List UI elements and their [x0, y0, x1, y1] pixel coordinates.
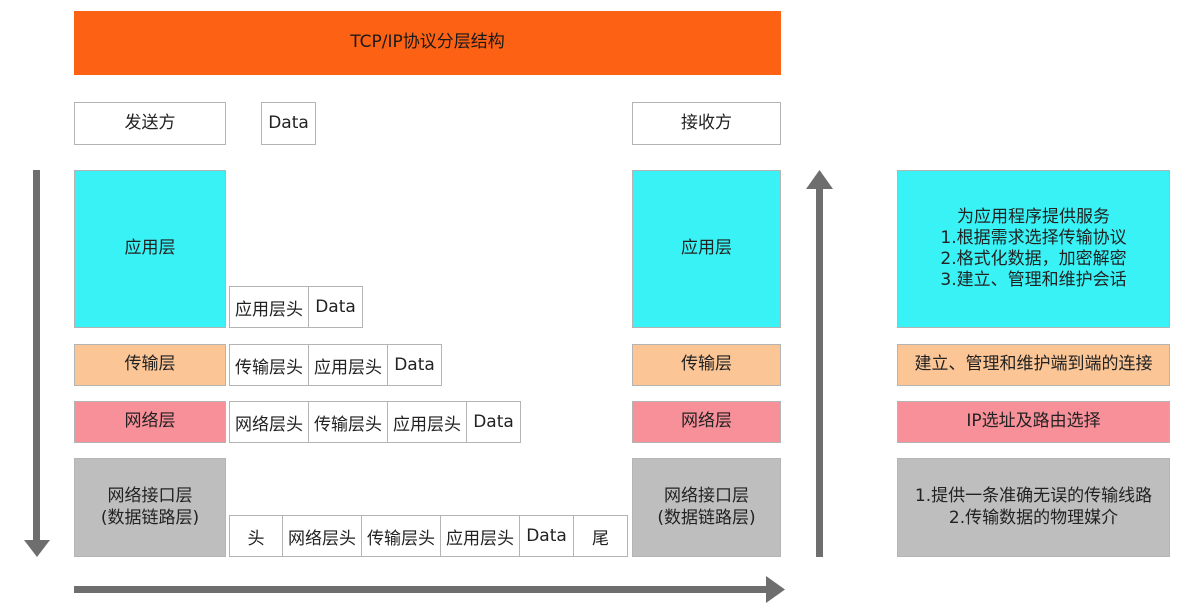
sender-label: 发送方: [74, 102, 226, 145]
packet-frame: 头 网络层头 传输层头 应用层头 Data 尾: [229, 515, 628, 557]
data-label: Data: [261, 102, 316, 145]
receiver-network-layer: 网络层: [632, 401, 781, 443]
packet-network: 网络层头 传输层头 应用层头 Data: [229, 401, 521, 443]
sender-transport-layer: 传输层: [74, 344, 226, 386]
link-desc-line: 1.提供一条准确无误的传输线路: [914, 486, 1153, 507]
receiver-label: 接收方: [632, 102, 781, 145]
down-arrow: [24, 170, 50, 557]
link-description: 1.提供一条准确无误的传输线路 2.传输数据的物理媒介: [897, 458, 1170, 557]
sender-link-layer: 网络接口层 (数据链路层): [74, 458, 226, 557]
data-seg: Data: [466, 401, 521, 443]
application-desc-line: 1.根据需求选择传输协议: [940, 227, 1127, 248]
sender-link-layer-name: 网络接口层: [107, 486, 193, 507]
receiver-application-layer: 应用层: [632, 170, 781, 328]
transport-header-seg: 传输层头: [229, 344, 309, 386]
application-desc-line: 2.格式化数据，加密解密: [940, 249, 1127, 269]
sender-link-layer-alias: (数据链路层): [100, 507, 200, 528]
application-description: 为应用程序提供服务 1.根据需求选择传输协议 2.格式化数据，加密解密 3.建立…: [897, 170, 1170, 328]
transport-header-seg: 传输层头: [308, 401, 388, 443]
frame-head-seg: 头: [229, 515, 283, 557]
app-header-seg: 应用层头: [229, 286, 309, 328]
transport-header-seg: 传输层头: [361, 515, 441, 557]
receiver-link-layer-name: 网络接口层: [664, 486, 749, 507]
network-header-seg: 网络层头: [282, 515, 362, 557]
up-arrow: [806, 170, 833, 557]
packet-transport: 传输层头 应用层头 Data: [229, 344, 442, 386]
app-header-seg: 应用层头: [308, 344, 388, 386]
receiver-transport-layer: 传输层: [632, 344, 781, 386]
data-seg: Data: [519, 515, 574, 557]
frame-tail-seg: 尾: [573, 515, 628, 557]
sender-network-layer: 网络层: [74, 401, 226, 443]
packet-application: 应用层头 Data: [229, 286, 363, 328]
link-desc-line: 2.传输数据的物理媒介: [948, 507, 1119, 528]
data-seg: Data: [308, 286, 363, 328]
horizontal-arrow: [74, 576, 785, 603]
network-description: IP选址及路由选择: [897, 401, 1170, 443]
application-desc-line: 3.建立、管理和维护会话: [940, 270, 1127, 291]
app-header-seg: 应用层头: [387, 401, 467, 443]
receiver-link-layer-alias: (数据链路层): [657, 507, 756, 528]
application-desc-line: 为应用程序提供服务: [957, 206, 1110, 227]
network-header-seg: 网络层头: [229, 401, 309, 443]
receiver-link-layer: 网络接口层 (数据链路层): [632, 458, 781, 557]
app-header-seg: 应用层头: [440, 515, 520, 557]
sender-application-layer: 应用层: [74, 170, 226, 328]
transport-description: 建立、管理和维护端到端的连接: [897, 344, 1170, 386]
page-title: TCP/IP协议分层结构: [74, 11, 781, 75]
data-seg: Data: [387, 344, 442, 386]
